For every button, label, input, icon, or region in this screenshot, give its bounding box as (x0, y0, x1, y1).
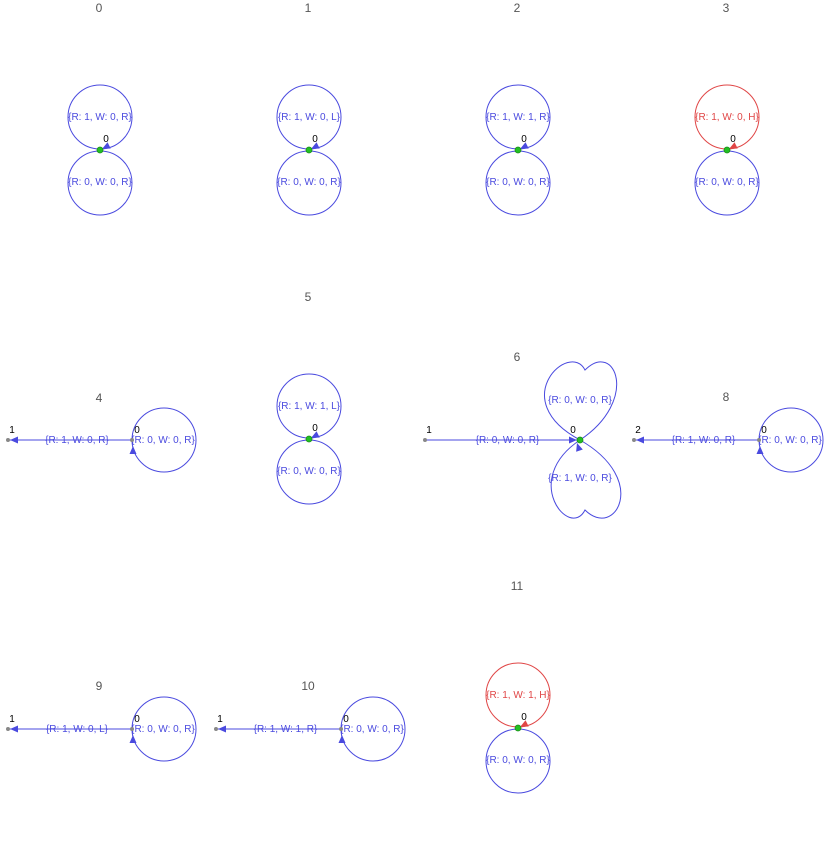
state-node (130, 727, 134, 731)
diagram-title: 5 (305, 290, 312, 304)
state-diagram: 1 {R: 1, W: 0, L} {R: 0, W: 0, R} 0 (276, 1, 342, 216)
arrowhead-icon (129, 735, 137, 743)
state-node (423, 438, 427, 442)
loop-label: {R: 1, W: 0, H} (695, 112, 759, 123)
loop-label: {R: 0, W: 0, R} (277, 466, 341, 477)
diagram-title: 6 (514, 350, 521, 364)
arrowhead-icon (338, 735, 346, 743)
state-node (130, 438, 134, 442)
arrowhead-icon (311, 142, 320, 149)
arrowhead-icon (756, 446, 764, 454)
arrowhead-icon (10, 436, 18, 444)
state-diagram: 6 {R: 0, W: 0, R} {R: 0, W: 0, R} {R: 1, W:… (423, 350, 622, 519)
node-label: 1 (217, 714, 223, 725)
start-state-node (514, 146, 522, 154)
loop-label: {R: 0, W: 0, R} (486, 177, 550, 188)
start-state-node (723, 146, 731, 154)
start-state-node (305, 435, 313, 443)
state-node (339, 727, 343, 731)
start-state-node (576, 436, 584, 444)
loop-label: {R: 0, W: 0, R} (131, 724, 195, 735)
arrowhead-icon (729, 142, 738, 149)
node-label: 0 (312, 423, 318, 434)
arrowhead-icon (218, 725, 226, 733)
state-node (214, 727, 218, 731)
state-diagram: 4 {R: 1, W: 0, R} {R: 0, W: 0, R}0 1 (6, 391, 197, 473)
state-node (632, 438, 636, 442)
node-label: 1 (9, 425, 15, 436)
loop-label: {R: 1, W: 0, L} (278, 112, 341, 123)
loop-label: {R: 1, W: 0, R} (68, 112, 132, 123)
state-diagram: 0 {R: 1, W: 0, R} {R: 0, W: 0, R} 0 (67, 1, 133, 216)
diagram-title: 0 (96, 1, 103, 15)
arrowhead-icon (569, 436, 577, 444)
node-label: 0 (521, 134, 527, 145)
loop-label: {R: 0, W: 0, R} (131, 435, 195, 446)
arrowhead-icon (311, 431, 320, 438)
start-state-node (305, 146, 313, 154)
diagram-title: 4 (96, 391, 103, 405)
edge-label: {R: 0, W: 0, R} (476, 435, 540, 446)
state-node (6, 727, 10, 731)
arrowhead-icon (520, 142, 529, 149)
node-label: 0 (761, 425, 767, 436)
node-label: 1 (426, 425, 432, 436)
node-label: 0 (134, 714, 140, 725)
state-diagram: 5 {R: 1, W: 1, L} {R: 0, W: 0, R} 0 (276, 290, 342, 505)
diagram-title: 1 (305, 1, 312, 15)
arrowhead-icon (129, 446, 137, 454)
loop-label: {R: 0, W: 0, R} (68, 177, 132, 188)
diagram-title: 9 (96, 679, 103, 693)
loop-label: {R: 0, W: 0, R} (758, 435, 822, 446)
loop-label: {R: 1, W: 1, L} (278, 401, 341, 412)
state-diagram: 3 {R: 1, W: 0, H} {R: 0, W: 0, R} 0 (694, 1, 760, 216)
node-label: 0 (521, 712, 527, 723)
arrowhead-icon (520, 720, 529, 727)
state-diagram: 8 {R: 1, W: 0, R} {R: 0, W: 0, R}0 2 (632, 390, 824, 473)
node-label: 0 (312, 134, 318, 145)
node-label: 2 (635, 425, 641, 436)
start-state-node (514, 724, 522, 732)
loop-label: {R: 0, W: 0, R} (548, 395, 612, 406)
edge-label: {R: 1, W: 0, R} (45, 435, 109, 446)
node-label: 0 (730, 134, 736, 145)
state-diagram: 11 {R: 1, W: 1, H} {R: 0, W: 0, R} 0 (485, 579, 551, 794)
edge-label: {R: 1, W: 0, R} (672, 435, 736, 446)
state-node (757, 438, 761, 442)
self-loop-edge (544, 361, 618, 441)
node-label: 1 (9, 714, 15, 725)
arrowhead-icon (10, 725, 18, 733)
diagram-title: 10 (301, 679, 315, 693)
self-loop-edge (550, 439, 622, 519)
diagram-title: 11 (511, 579, 524, 593)
state-node (6, 438, 10, 442)
diagram-title: 3 (723, 1, 730, 15)
loop-label: {R: 0, W: 0, R} (340, 724, 404, 735)
loop-label: {R: 1, W: 0, R} (548, 473, 612, 484)
node-label: 0 (343, 714, 349, 725)
state-diagram: 9 {R: 1, W: 0, L} {R: 0, W: 0, R}0 1 (6, 679, 197, 762)
diagram-title: 8 (723, 390, 730, 404)
arrowhead-icon (102, 142, 111, 149)
start-state-node (96, 146, 104, 154)
edge-label: {R: 1, W: 0, L} (46, 724, 109, 735)
loop-label: {R: 1, W: 1, H} (486, 690, 550, 701)
arrowhead-icon (576, 443, 583, 452)
loop-label: {R: 1, W: 1, R} (486, 112, 550, 123)
state-diagram: 10 {R: 1, W: 1, R} {R: 0, W: 0, R}0 1 (214, 679, 406, 762)
arrowhead-icon (636, 436, 644, 444)
loop-label: {R: 0, W: 0, R} (277, 177, 341, 188)
loop-label: {R: 0, W: 0, R} (486, 755, 550, 766)
loop-label: {R: 0, W: 0, R} (695, 177, 759, 188)
node-label: 0 (570, 425, 576, 436)
edge-label: {R: 1, W: 1, R} (254, 724, 318, 735)
node-label: 0 (103, 134, 109, 145)
node-label: 0 (134, 425, 140, 436)
state-diagram: 2 {R: 1, W: 1, R} {R: 0, W: 0, R} 0 (485, 1, 551, 216)
diagram-title: 2 (514, 1, 521, 15)
